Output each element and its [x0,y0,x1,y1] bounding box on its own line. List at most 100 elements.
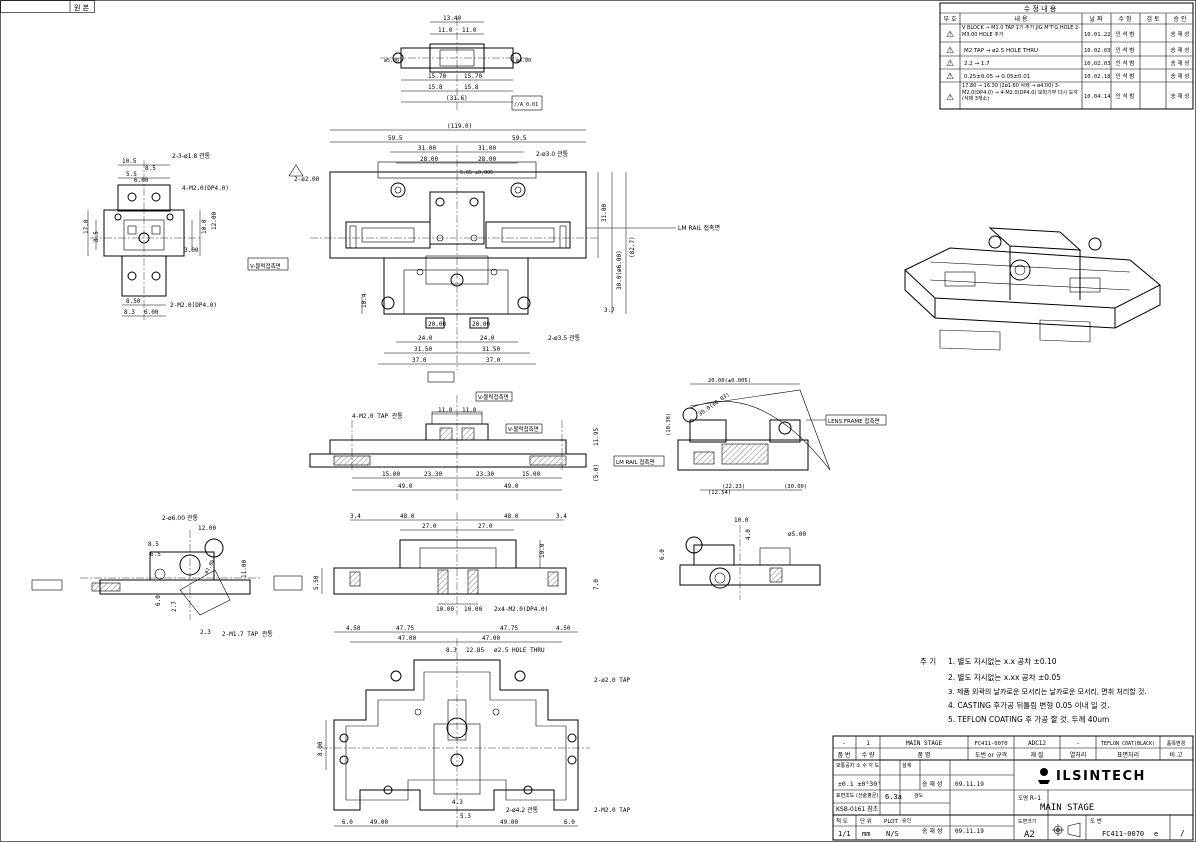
datum-frame [613,455,665,467]
dim-label: 11.0 [462,27,477,34]
dim-label: 12.00 [198,525,216,532]
bottom-plan-view: 4.50 47.75 47.75 4.50 47.00 47.00 8.3 12… [317,625,631,830]
dim-label: 11.0 [462,407,477,414]
revision-triangle-icon: ⚠ [946,93,954,103]
dim-label: 3.7 [604,307,615,314]
unit-value: mm [862,830,870,838]
title-label: 도명 [1018,795,1028,802]
dim-label: 20.00(±0.005) [708,378,751,384]
drawing-title: MAIN STAGE [1040,803,1094,813]
dim-label: 3.00 [184,247,199,254]
dim-label: 12.00 [211,212,218,230]
small-top-view: 13.40 11.0 11.0 ø5.00 ø4.00 15.70 15.70 … [380,15,543,111]
dim-label: 3.4 [350,513,361,520]
rev-header-content: 내 용 [1015,15,1028,23]
revision-table: 수 정 내 용 부 호 내 용 날 짜 수 정 검 토 승 인 ⚠ V BLOC… [939,2,1194,110]
header-qty: 수 량 [862,752,875,759]
dim-overall: (119.0) [447,123,472,130]
rev-header-checked: 검 토 [1147,16,1160,23]
dim-label: (30.00) [784,484,807,490]
dim-label: 49.0 [398,483,413,490]
dim-label: 5.5 [126,171,137,178]
size-label: 도면크기 [1018,818,1036,825]
datum-frame [247,257,289,271]
approve-label: 승인 [902,817,912,824]
dim-label: 23.30 [476,471,494,478]
note-item: 1. 별도 지시없는 x.x 공차 ±0.10 [948,656,1057,666]
part-item: - [842,740,846,747]
rail-contact-label: LM RAIL 접촉면 [678,224,720,232]
dim-label: 4.0 [745,529,752,540]
dim-label: 8.3 [446,647,457,654]
note-item: 2. 별도 지시없는 x.xx 공차 ±0.05 [948,672,1061,682]
revision-row-content: M2 TAP → ø2.5 HOLE THRU [964,48,1038,54]
dim-label: 15.70 [464,73,482,80]
dim-label: 4.50 [346,625,361,632]
note-item: 5. TEFLON COATING 후 가공 할 것. 두께 40um [948,714,1109,724]
hole-callout: 4-M2.0(DP4.0) [182,185,229,192]
dwg-no-value: FC411-0070 [1102,830,1144,838]
revision-row-date: 10.04.14 [1084,94,1111,100]
dim-label: ø4.00 [516,58,531,64]
part-material: ADC12 [1028,740,1046,747]
dim-label: 15.8 [428,84,443,91]
dim-label: 31.00 [478,145,496,152]
scale-value: 1/1 [838,830,851,838]
note-item: 4. CASTING 후가공 뒤틀림 변형 0.05 이내 일 것. [948,700,1109,710]
revision-triangle-icon: ⚠ [946,30,954,40]
dim-label: (82.7) [629,236,636,258]
bottom-section-view: 3.4 48.0 48.0 3.4 27.0 27.0 10.0 10.00 1… [313,512,600,615]
dim-label: 6.0 [342,819,353,826]
dim-label: 4.3 [452,799,463,806]
part-qty: 1 [866,740,870,747]
datum-frame [475,391,513,402]
scale-label: 척 도 [836,817,848,825]
tolerance-sub: 소 수 각 도 [856,762,880,769]
header-item: 품 번 [838,751,851,759]
dim-label: ø5.00 [788,531,806,538]
dim-label: 59.5 [512,135,527,142]
dim-label: //A 0.01 [514,102,538,108]
dwg-rev: e [1154,830,1158,838]
geometric-tolerance-frame [273,575,303,591]
rev-header-symbol: 부 호 [944,16,957,23]
lens-frame-label: LENS FRAME 접촉면 [828,417,880,425]
part-finish: TEFLON COAT(BLACK) [1101,741,1155,747]
dim-label: 48.0 [504,513,519,520]
approve-date: 09.11.19 [955,828,984,835]
dim-label: 31.00 [418,145,436,152]
dim-label: (31.6) [446,95,468,102]
dim-label: 6.0 [659,549,666,560]
revision-row-drawn: 인 석 범 [1116,30,1135,38]
dim-label: 17.0 [83,219,90,234]
hole-callout: 4-M2.0 TAP 관통 [352,412,403,420]
dim-label: 2.7 [171,601,178,612]
surface-standard: KSB-0161 참조 [836,805,879,813]
rail-contact-label: LM RAIL 접촉면 [616,458,655,466]
surface-value: 6.3a [885,793,902,801]
revision-row-approved: 송 재 성 [1171,59,1190,67]
dim-label: 10.5 [122,158,137,165]
header-treatment: 열처리 [1070,751,1087,759]
dim-label: (10.38) [666,413,672,436]
dim-label: 10.0 [201,219,208,234]
revision-row-approved: 송 재 성 [1171,92,1190,100]
plot-label: PLOT [884,819,899,825]
dim-label: 11.0 [438,407,453,414]
datum-frame [505,423,543,434]
dim-label: 24.0 [418,335,433,342]
svg-text:원 본: 원 본 [74,3,90,12]
tolerance-label: 보통공차 [836,762,855,769]
company-logo [1038,768,1050,784]
part-treatment: - [1076,740,1080,747]
general-notes: 주 기 1. 별도 지시없는 x.x 공차 ±0.10 2. 별도 지시없는 x… [920,656,1147,724]
notes-heading: 주 기 [920,657,936,666]
dim-label: 15.70 [428,73,446,80]
dim-label: 11.00 [241,560,248,578]
right-section-view: 20.00(±0.005) 30.0(±0.03) LENS FRAME 접촉면… [666,378,887,496]
dim-label: 2.3 [200,629,211,636]
dim-label: 30.0(±0.03) [698,392,731,418]
revision-row-content: 0.25±0.05 → 0.05±0.01 [964,74,1030,80]
dim-label: 6.5 [150,551,161,558]
